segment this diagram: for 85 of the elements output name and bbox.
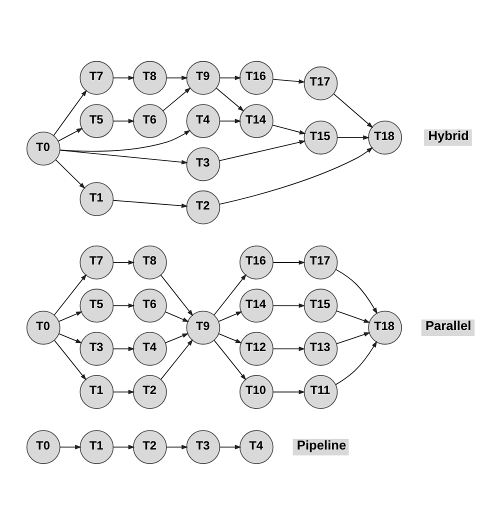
label: Pipeline xyxy=(296,438,346,453)
arrow xyxy=(54,274,87,316)
node-circle: T0 xyxy=(26,430,60,464)
arrow xyxy=(53,90,87,136)
node-circle: T11 xyxy=(304,375,338,409)
node-circle: T1 xyxy=(80,430,114,464)
arrow xyxy=(112,118,135,124)
arrow xyxy=(219,444,242,450)
node-circle: T9 xyxy=(186,60,220,95)
node-circle: T0 xyxy=(26,310,60,345)
arrow xyxy=(272,390,306,394)
arrow xyxy=(214,340,246,380)
node-circle: T14 xyxy=(239,104,274,138)
node-circle: T3 xyxy=(186,430,220,464)
arrow xyxy=(214,274,247,316)
node-circle: T16 xyxy=(239,60,274,95)
arrow xyxy=(112,390,135,394)
arrow xyxy=(216,88,244,112)
arrow xyxy=(272,303,306,308)
arrow xyxy=(54,340,86,380)
arrow xyxy=(162,87,191,112)
node-circle: T15 xyxy=(304,288,338,323)
arrow xyxy=(336,310,370,323)
node-circle: T5 xyxy=(80,288,114,323)
arrow xyxy=(272,78,306,84)
node-circle: T13 xyxy=(304,332,338,366)
node-circle: T10 xyxy=(239,375,274,409)
arrow xyxy=(60,444,82,450)
node-circle: T2 xyxy=(186,190,220,224)
node-circle: T18 xyxy=(368,310,402,345)
node-circle: T4 xyxy=(186,104,220,138)
node-circle: T7 xyxy=(80,60,114,95)
arrow xyxy=(113,200,188,208)
arrow xyxy=(166,444,188,450)
node-circle: T12 xyxy=(239,332,274,366)
arrow xyxy=(336,135,370,140)
arrow xyxy=(218,333,242,344)
arrow xyxy=(272,124,306,134)
arrow xyxy=(219,147,374,205)
arrow xyxy=(165,333,189,344)
node-circle: T5 xyxy=(80,104,114,138)
arrow xyxy=(335,269,378,314)
label: Parallel xyxy=(425,318,472,334)
arrow xyxy=(160,274,194,316)
arrow xyxy=(336,332,370,344)
node-circle: T15 xyxy=(304,120,338,155)
node-circle: T4 xyxy=(239,430,274,464)
node-circle: T3 xyxy=(186,147,220,182)
arrow xyxy=(272,260,306,265)
arrow xyxy=(58,311,83,322)
node-circle: T2 xyxy=(132,375,167,409)
arrow xyxy=(219,118,242,124)
arrow xyxy=(112,303,135,308)
node-circle: T18 xyxy=(368,120,402,155)
arrow xyxy=(335,340,378,386)
node-circle: T2 xyxy=(132,430,167,464)
node-circle: T3 xyxy=(80,332,114,366)
arrow xyxy=(218,311,242,322)
arrow xyxy=(112,76,135,80)
arrow xyxy=(219,140,306,162)
arrow xyxy=(219,76,242,80)
node-circle: T17 xyxy=(304,246,338,280)
node-circle: T6 xyxy=(132,288,167,323)
node-circle: T6 xyxy=(132,104,167,138)
arrow xyxy=(58,128,83,142)
arrow xyxy=(112,444,135,450)
arrow xyxy=(166,76,188,80)
arrow xyxy=(165,311,190,322)
node-circle: T0 xyxy=(26,132,60,166)
label: Hybrid xyxy=(428,128,469,144)
node-circle: T17 xyxy=(304,66,338,100)
node-circle: T1 xyxy=(80,375,114,409)
arrow xyxy=(60,130,191,152)
arrow xyxy=(112,260,135,265)
arrow xyxy=(112,346,135,352)
arrow xyxy=(272,346,306,352)
node-circle: T14 xyxy=(239,288,274,323)
arrow xyxy=(333,93,374,128)
node-circle: T8 xyxy=(132,60,167,95)
arrow xyxy=(58,333,82,344)
node-circle: T4 xyxy=(132,332,167,366)
arrow xyxy=(55,159,86,189)
arrow xyxy=(60,150,188,164)
arrow xyxy=(160,339,194,380)
node-circle: T8 xyxy=(132,246,167,280)
